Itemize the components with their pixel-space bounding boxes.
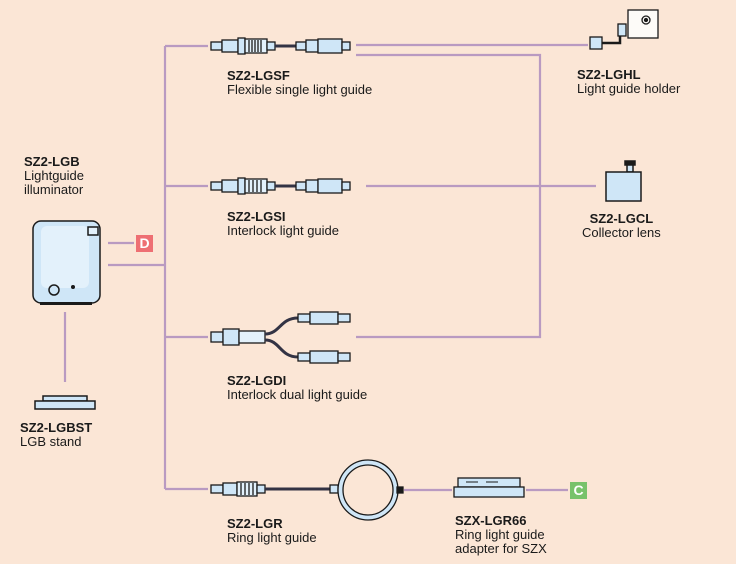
lgr-desc: Ring light guide <box>227 530 317 545</box>
lgbst-desc: LGB stand <box>20 434 82 449</box>
lgsf-code: SZ2-LGSF <box>227 68 290 83</box>
lgdi-code: SZ2-LGDI <box>227 373 287 388</box>
lghl-desc: Light guide holder <box>577 81 681 96</box>
lgdi-desc: Interlock dual light guide <box>227 387 368 402</box>
lgb-desc-line-2: illuminator <box>24 182 84 197</box>
lgcl-label: SZ2-LGCL Collector lens <box>582 212 661 240</box>
dual-light-guide-icon <box>210 311 351 364</box>
lgcl-desc: Collector lens <box>582 225 661 240</box>
lgb-desc-line-1: Lightguide <box>24 168 84 183</box>
illuminator-icon <box>32 220 101 305</box>
lgr66-code: SZX-LGR66 <box>455 513 527 528</box>
lgb-label: SZ2-LGB Lightguide illuminator <box>24 155 84 197</box>
adapter-icon <box>453 477 525 498</box>
interlock-light-guide-icon <box>210 177 351 195</box>
single-light-guide-icon <box>210 37 351 55</box>
holder-icon <box>589 9 659 50</box>
lgdi-label: SZ2-LGDI Interlock dual light guide <box>227 374 367 402</box>
badge-c: C <box>570 482 587 499</box>
lgsf-label: SZ2-LGSF Flexible single light guide <box>227 69 372 97</box>
lgr66-desc-line-2: adapter for SZX <box>455 541 547 556</box>
lgbst-code: SZ2-LGBST <box>20 420 93 435</box>
lgsf-desc: Flexible single light guide <box>227 82 373 97</box>
lgr66-desc-line-1: Ring light guide <box>455 527 545 542</box>
lgsi-desc: Interlock light guide <box>227 223 340 238</box>
lgsi-label: SZ2-LGSI Interlock light guide <box>227 210 339 238</box>
lgr-code: SZ2-LGR <box>227 516 283 531</box>
lghl-label: SZ2-LGHL Light guide holder <box>577 68 680 96</box>
ring-light-guide-icon <box>210 459 404 521</box>
lgb-code: SZ2-LGB <box>24 154 80 169</box>
lgr-label: SZ2-LGR Ring light guide <box>227 517 317 545</box>
lgsi-code: SZ2-LGSI <box>227 209 286 224</box>
lgbst-label: SZ2-LGBST LGB stand <box>20 421 92 449</box>
connector-lines <box>63 43 596 492</box>
lghl-code: SZ2-LGHL <box>577 67 641 82</box>
badge-d: D <box>136 235 153 252</box>
lgcl-code: SZ2-LGCL <box>589 211 654 226</box>
connector-lgsf-to-lgdi <box>356 53 542 339</box>
collector-lens-icon <box>605 160 642 202</box>
stand-icon <box>34 395 96 410</box>
lgr66-label: SZX-LGR66 Ring light guide adapter for S… <box>455 514 547 556</box>
